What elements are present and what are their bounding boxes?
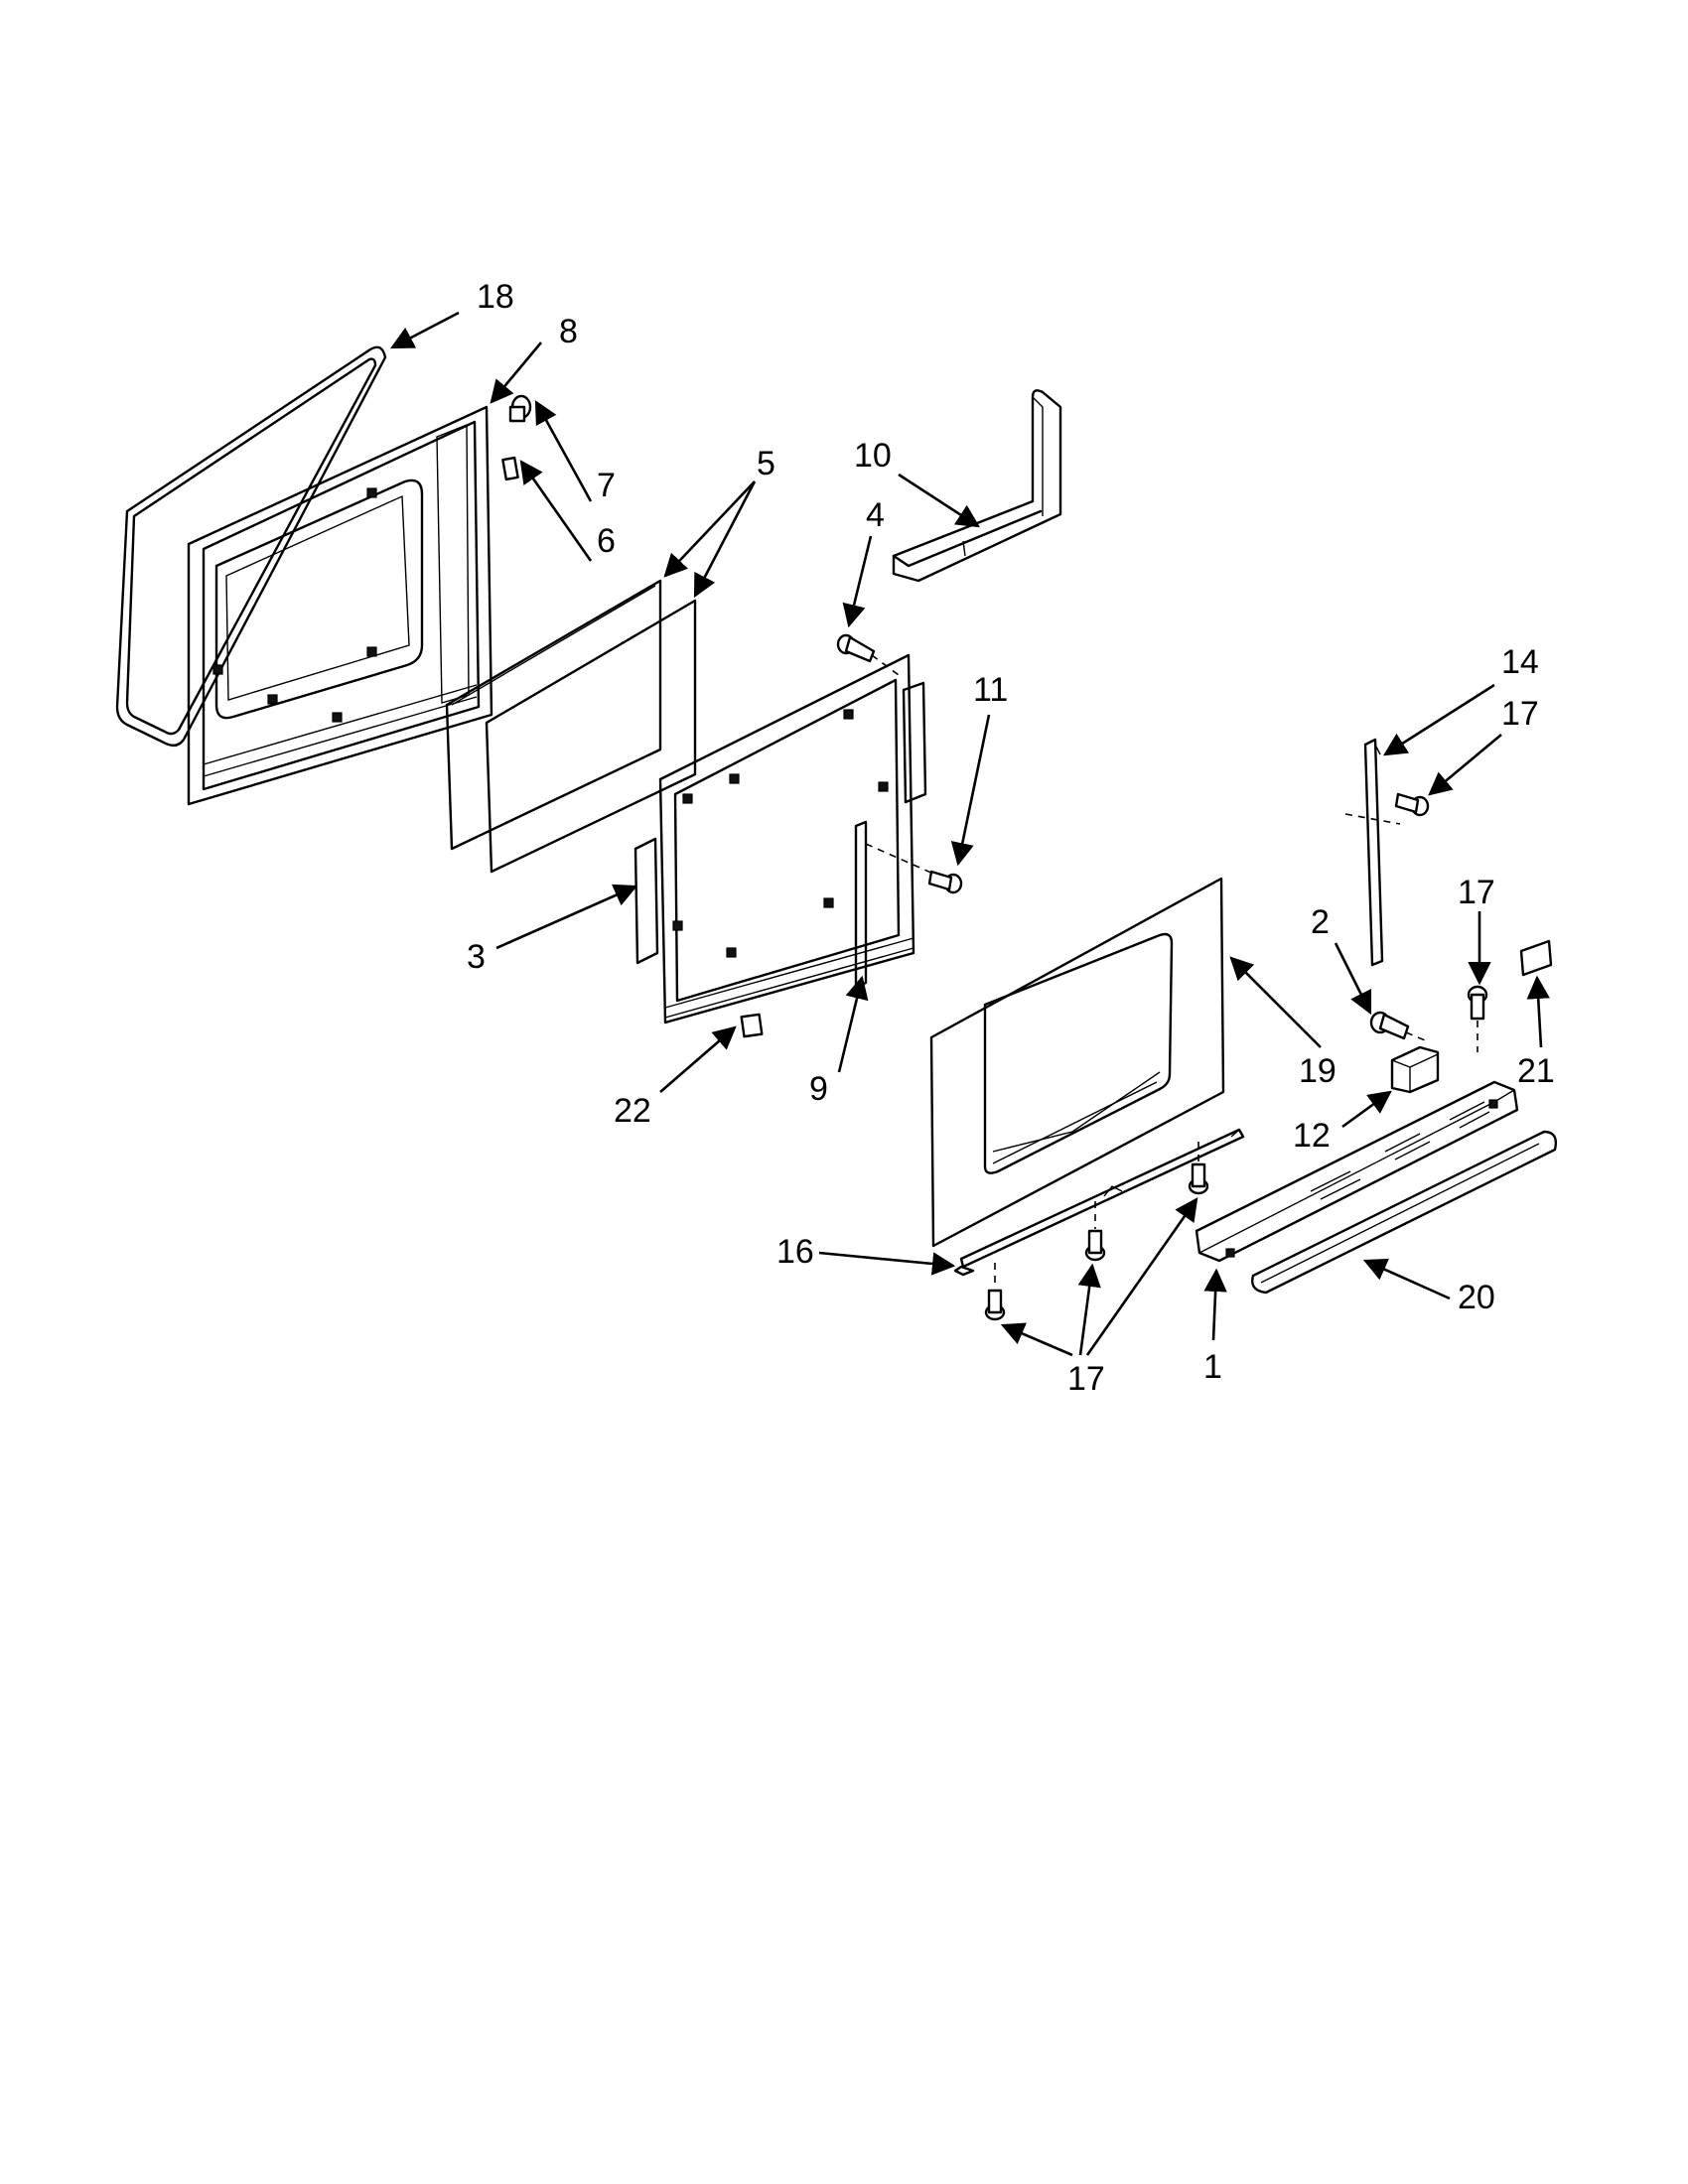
part-14-side-bracket: [1344, 738, 1401, 967]
callout-21: 21: [1517, 1052, 1555, 1090]
part-19-outer-door-panel: [929, 877, 1225, 1248]
callout-8: 8: [559, 313, 578, 350]
callout-11: 11: [973, 671, 1008, 709]
callout-5: 5: [757, 445, 775, 482]
callout-leaders: [389, 311, 1550, 1357]
part-2-screw: [1369, 1011, 1431, 1043]
callout-7: 7: [597, 467, 616, 504]
callout-1: 1: [1203, 1348, 1222, 1386]
callout-16: 16: [776, 1233, 814, 1271]
part-5-door-glass: [445, 579, 697, 874]
part-1-handle-trim: [1195, 1080, 1519, 1263]
callout-18: 18: [477, 278, 514, 316]
callout-19: 19: [1299, 1052, 1336, 1090]
part-17-screw-a: [984, 1263, 1006, 1321]
part-3-door-frame: [633, 653, 927, 1024]
callout-22: 22: [614, 1092, 651, 1130]
part-22-label: [740, 1013, 764, 1038]
part-18-door-gasket: [115, 345, 387, 748]
part-6-clip: [501, 456, 519, 481]
part-7-door-bumper: [508, 394, 532, 423]
part-17-screw-d: [1394, 792, 1430, 817]
part-10-vent-duct: [892, 389, 1062, 583]
part-17-screw-e: [1467, 985, 1488, 1052]
part-4-screw: [836, 633, 900, 676]
part-17-screw-c: [1188, 1142, 1209, 1195]
part-16-bottom-trim: [953, 1128, 1245, 1277]
callout-17-bottom: 17: [1067, 1360, 1105, 1398]
callout-17-vertical: 17: [1458, 874, 1495, 911]
callout-14: 14: [1501, 643, 1539, 681]
part-11-screw: [927, 870, 963, 894]
part-21-label: [1519, 939, 1553, 977]
callout-12: 12: [1293, 1117, 1331, 1155]
callout-17-bracket: 17: [1501, 695, 1539, 733]
callout-4: 4: [866, 496, 885, 534]
callout-2: 2: [1311, 903, 1330, 941]
part-12-hinge-receptacle: [1390, 1045, 1440, 1094]
callout-10: 10: [854, 437, 892, 475]
callout-3: 3: [467, 938, 486, 976]
callout-labels: 18 8 7 6 5 10 4 11 14 17 3 9 22 2 17 21 …: [467, 278, 1555, 1398]
callout-20: 20: [1458, 1279, 1495, 1316]
part-17-screw-b: [1084, 1201, 1106, 1262]
part-9-hinge-strip: [854, 820, 934, 989]
part-8-inner-door-liner: [187, 405, 493, 806]
callout-6: 6: [597, 522, 616, 560]
part-20-door-handle: [1251, 1130, 1558, 1295]
callout-9: 9: [809, 1070, 828, 1108]
